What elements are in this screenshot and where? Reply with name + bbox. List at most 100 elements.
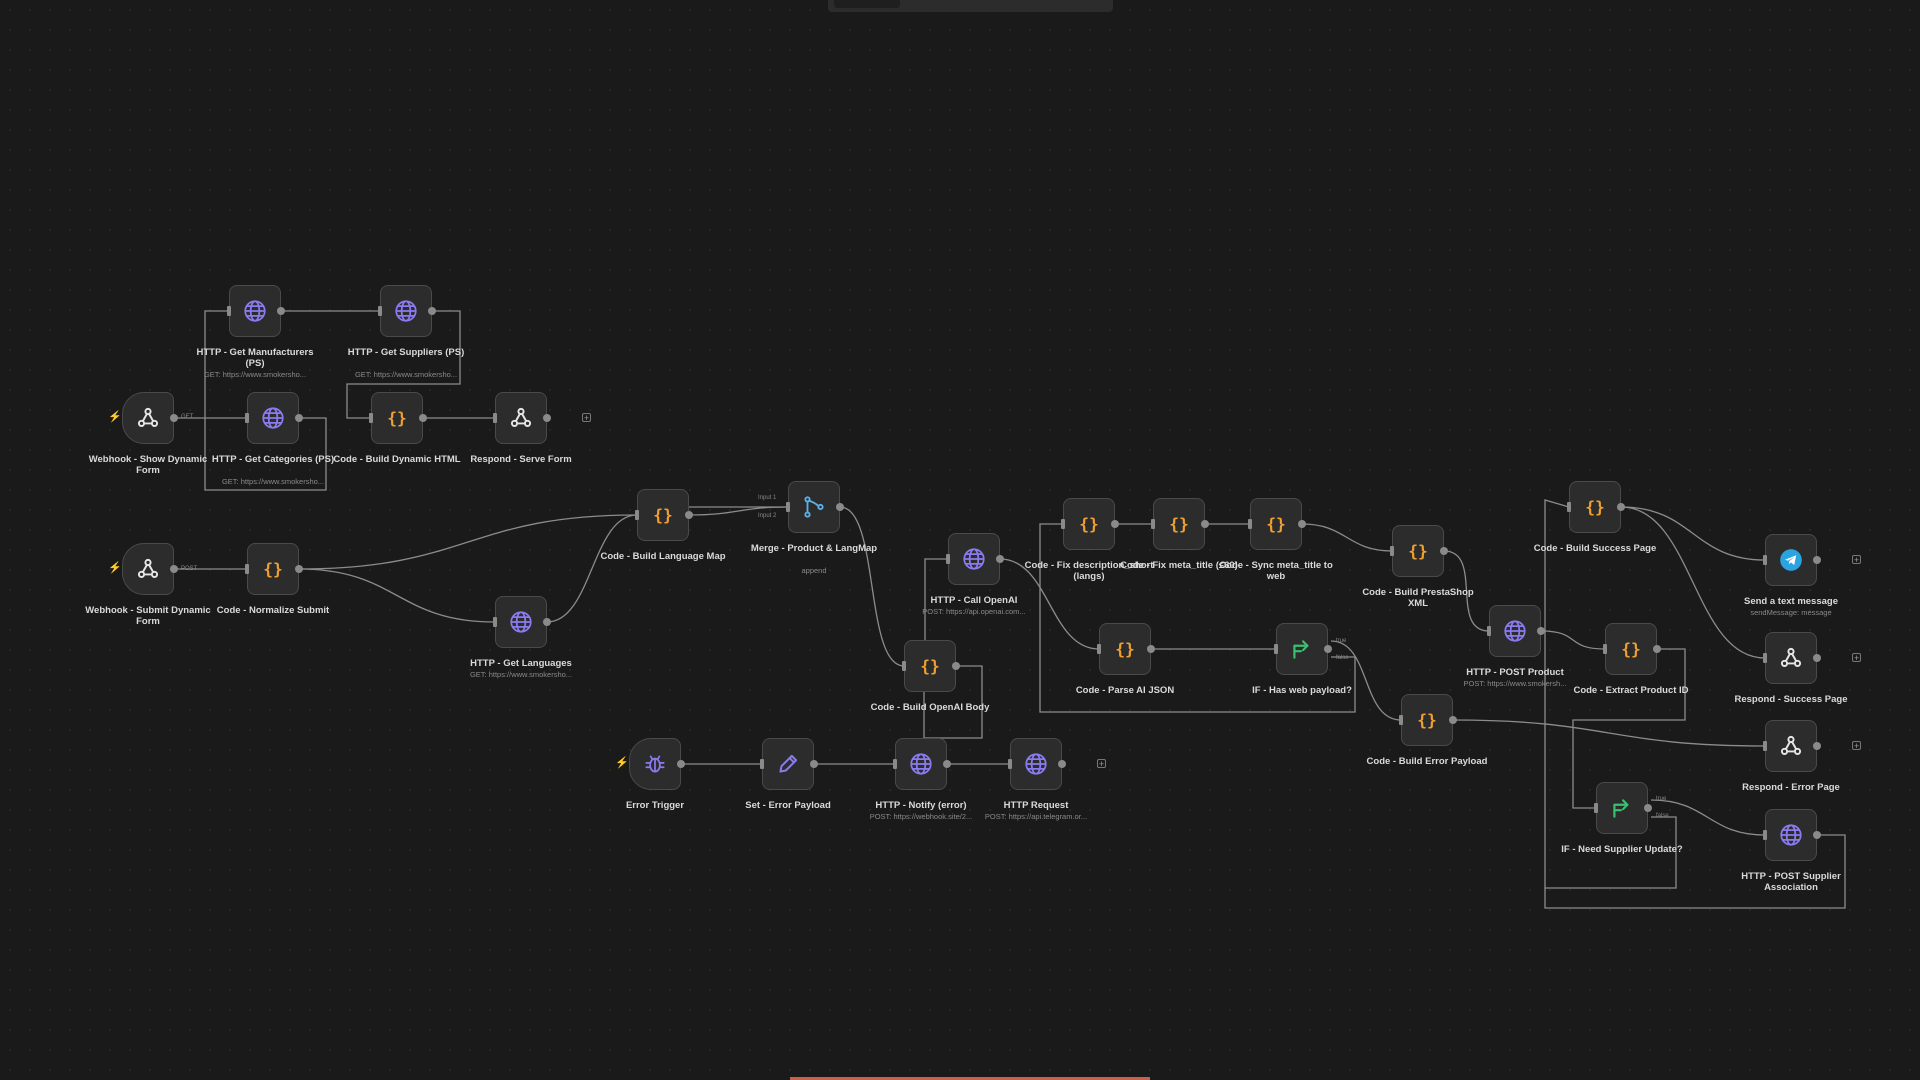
workflow-node[interactable]	[247, 392, 299, 444]
input-port[interactable]	[378, 306, 382, 316]
input-port[interactable]	[902, 661, 906, 671]
add-node-button[interactable]: +	[1852, 741, 1861, 751]
output-port[interactable]	[170, 414, 178, 422]
workflow-node[interactable]	[229, 285, 281, 337]
output-port[interactable]	[1449, 716, 1457, 724]
workflow-node[interactable]	[788, 481, 840, 533]
workflow-node[interactable]: {}	[1569, 481, 1621, 533]
output-port[interactable]	[952, 662, 960, 670]
input-port[interactable]	[1399, 715, 1403, 725]
workflow-node[interactable]: {}	[637, 489, 689, 541]
input-port[interactable]	[1567, 502, 1571, 512]
input-port[interactable]	[635, 510, 639, 520]
input-port[interactable]	[1763, 741, 1767, 751]
output-port[interactable]	[996, 555, 1004, 563]
top-toolbar[interactable]	[828, 0, 1113, 12]
workflow-node[interactable]: {}	[1099, 623, 1151, 675]
workflow-node[interactable]	[1765, 720, 1817, 772]
input-port[interactable]	[1097, 644, 1101, 654]
workflow-node[interactable]	[1276, 623, 1328, 675]
workflow-node[interactable]: {}	[1401, 694, 1453, 746]
toolbar-segment[interactable]	[834, 0, 900, 8]
input-port[interactable]	[760, 759, 764, 769]
output-port[interactable]	[1324, 645, 1332, 653]
input-port[interactable]	[493, 617, 497, 627]
input-port[interactable]	[1763, 653, 1767, 663]
output-port[interactable]	[1147, 645, 1155, 653]
output-port[interactable]	[1201, 520, 1209, 528]
workflow-node[interactable]	[1765, 809, 1817, 861]
workflow-node[interactable]	[895, 738, 947, 790]
workflow-node[interactable]	[1489, 605, 1541, 657]
input-port[interactable]	[1763, 555, 1767, 565]
input-port[interactable]	[1390, 546, 1394, 556]
add-node-button[interactable]: +	[1852, 653, 1861, 663]
input-port[interactable]	[786, 502, 790, 512]
output-port[interactable]	[1813, 556, 1821, 564]
output-port[interactable]	[1440, 547, 1448, 555]
output-port[interactable]	[1058, 760, 1066, 768]
workflow-node[interactable]	[495, 596, 547, 648]
output-port[interactable]	[1813, 742, 1821, 750]
output-port[interactable]	[295, 414, 303, 422]
output-port[interactable]	[685, 511, 693, 519]
input-port[interactable]	[493, 413, 497, 423]
workflow-node[interactable]: {}	[1250, 498, 1302, 550]
output-port[interactable]	[677, 760, 685, 768]
input-port[interactable]	[369, 413, 373, 423]
output-port[interactable]	[1813, 831, 1821, 839]
output-port[interactable]	[943, 760, 951, 768]
add-node-button[interactable]: +	[582, 413, 591, 423]
workflow-node[interactable]	[629, 738, 681, 790]
output-port[interactable]	[277, 307, 285, 315]
output-port[interactable]	[1111, 520, 1119, 528]
output-port[interactable]	[1644, 804, 1652, 812]
workflow-node[interactable]	[948, 533, 1000, 585]
input-port[interactable]	[1248, 519, 1252, 529]
output-port[interactable]	[1298, 520, 1306, 528]
workflow-node[interactable]: {}	[371, 392, 423, 444]
output-port[interactable]	[836, 503, 844, 511]
output-port[interactable]	[1617, 503, 1625, 511]
input-port[interactable]	[1274, 644, 1278, 654]
input-port[interactable]	[1061, 519, 1065, 529]
add-node-button[interactable]: +	[1852, 555, 1861, 565]
input-port[interactable]	[1603, 644, 1607, 654]
output-port[interactable]	[543, 618, 551, 626]
workflow-node[interactable]	[1596, 782, 1648, 834]
input-port[interactable]	[1594, 803, 1598, 813]
workflow-node[interactable]	[122, 543, 174, 595]
workflow-node[interactable]: {}	[1605, 623, 1657, 675]
output-port[interactable]	[543, 414, 551, 422]
add-node-button[interactable]: +	[1097, 759, 1106, 769]
workflow-node[interactable]	[1765, 534, 1817, 586]
output-port[interactable]	[810, 760, 818, 768]
input-port[interactable]	[245, 413, 249, 423]
output-port[interactable]	[419, 414, 427, 422]
workflow-node[interactable]	[762, 738, 814, 790]
input-port[interactable]	[1763, 830, 1767, 840]
output-port[interactable]	[295, 565, 303, 573]
input-port[interactable]	[1008, 759, 1012, 769]
workflow-node[interactable]	[495, 392, 547, 444]
workflow-node[interactable]: {}	[1153, 498, 1205, 550]
input-port[interactable]	[1151, 519, 1155, 529]
output-port[interactable]	[428, 307, 436, 315]
output-port[interactable]	[1653, 645, 1661, 653]
input-port[interactable]	[946, 554, 950, 564]
workflow-node[interactable]	[122, 392, 174, 444]
output-port[interactable]	[1537, 627, 1545, 635]
output-port[interactable]	[170, 565, 178, 573]
workflow-node[interactable]: {}	[1063, 498, 1115, 550]
input-port[interactable]	[245, 564, 249, 574]
workflow-node[interactable]	[1765, 632, 1817, 684]
input-port[interactable]	[227, 306, 231, 316]
output-port[interactable]	[1813, 654, 1821, 662]
input-port[interactable]	[1487, 626, 1491, 636]
workflow-node[interactable]	[380, 285, 432, 337]
workflow-node[interactable]: {}	[904, 640, 956, 692]
workflow-node[interactable]: {}	[247, 543, 299, 595]
input-port[interactable]	[893, 759, 897, 769]
workflow-node[interactable]	[1010, 738, 1062, 790]
workflow-node[interactable]: {}	[1392, 525, 1444, 577]
